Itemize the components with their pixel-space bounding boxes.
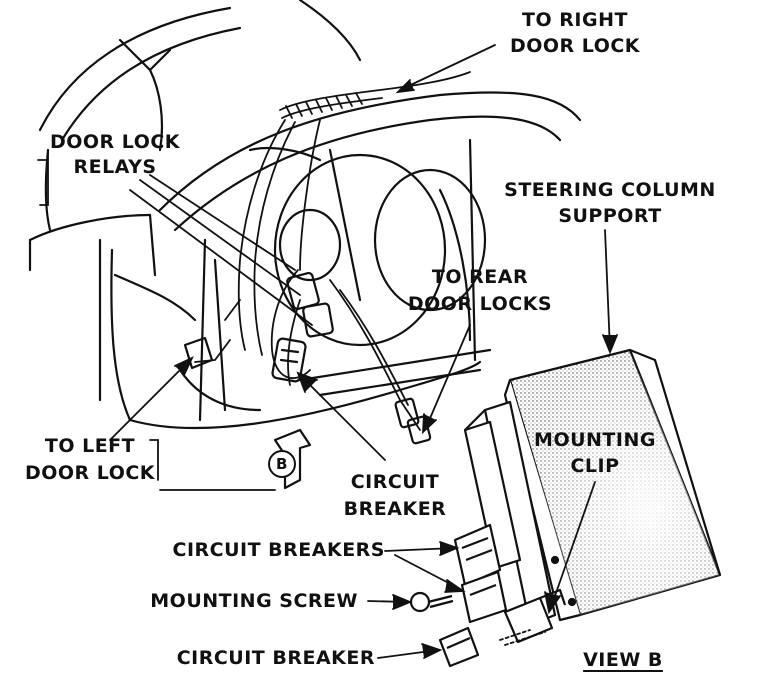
label-circuit-breakers: CIRCUIT BREAKERS xyxy=(172,539,385,561)
leader-circuit-breaker-main xyxy=(296,371,386,461)
label-circuit-breaker-main-1: CIRCUIT xyxy=(350,471,440,493)
label-to-rear-door-locks-2: DOOR LOCKS xyxy=(407,293,553,315)
leader-steering-support xyxy=(602,229,618,355)
label-to-left-door-lock-1: TO LEFT xyxy=(44,435,136,457)
leader-rear-door-locks xyxy=(421,324,471,435)
label-steering-column-support-2: SUPPORT xyxy=(558,205,662,227)
leader-circuit-breakers xyxy=(384,541,466,593)
leader-mounting-screw xyxy=(367,594,413,610)
label-to-left-door-lock-2: DOOR LOCK xyxy=(24,462,156,484)
dashboard xyxy=(128,91,582,430)
label-mounting-screw: MOUNTING SCREW xyxy=(150,590,358,612)
label-view-b: VIEW B xyxy=(583,649,663,671)
door-lock-relay-2 xyxy=(302,302,334,338)
leader-circuit-breaker-lower xyxy=(377,643,443,659)
circuit-breaker-upper xyxy=(453,523,502,587)
leader-right-door-lock xyxy=(395,44,496,94)
circuit-breaker-middle xyxy=(460,570,508,624)
label-to-rear-door-locks-1: TO REAR xyxy=(431,266,529,288)
instrument-cluster xyxy=(248,146,487,347)
leader-mounting-clip xyxy=(544,481,596,615)
label-to-right-door-lock-1: TO RIGHT xyxy=(522,9,628,31)
windshield-frame xyxy=(38,0,362,152)
steering-column-support xyxy=(463,348,722,627)
leader-door-lock-relays xyxy=(37,149,313,326)
circuit-breaker-lower xyxy=(438,626,480,668)
circuit-breaker-main xyxy=(271,337,307,383)
label-mounting-clip-2: CLIP xyxy=(570,455,620,477)
leader-left-door-lock xyxy=(109,356,194,481)
mounting-screw xyxy=(409,591,454,613)
label-to-right-door-lock-2: DOOR LOCK xyxy=(509,35,641,57)
label-door-lock-relays-2: RELAYS xyxy=(73,156,157,178)
label-door-lock-relays-1: DOOR LOCK xyxy=(49,131,181,153)
label-circuit-breaker-lower: CIRCUIT BREAKER xyxy=(176,647,375,669)
label-mounting-clip-1: MOUNTING xyxy=(534,429,656,451)
label-circuit-breaker-main-2: BREAKER xyxy=(343,498,447,520)
view-b-marker xyxy=(268,450,296,478)
label-steering-column-support-1: STEERING COLUMN xyxy=(504,179,716,201)
wiring-harness xyxy=(194,71,471,431)
view-b-marker-letter: B xyxy=(276,455,288,473)
